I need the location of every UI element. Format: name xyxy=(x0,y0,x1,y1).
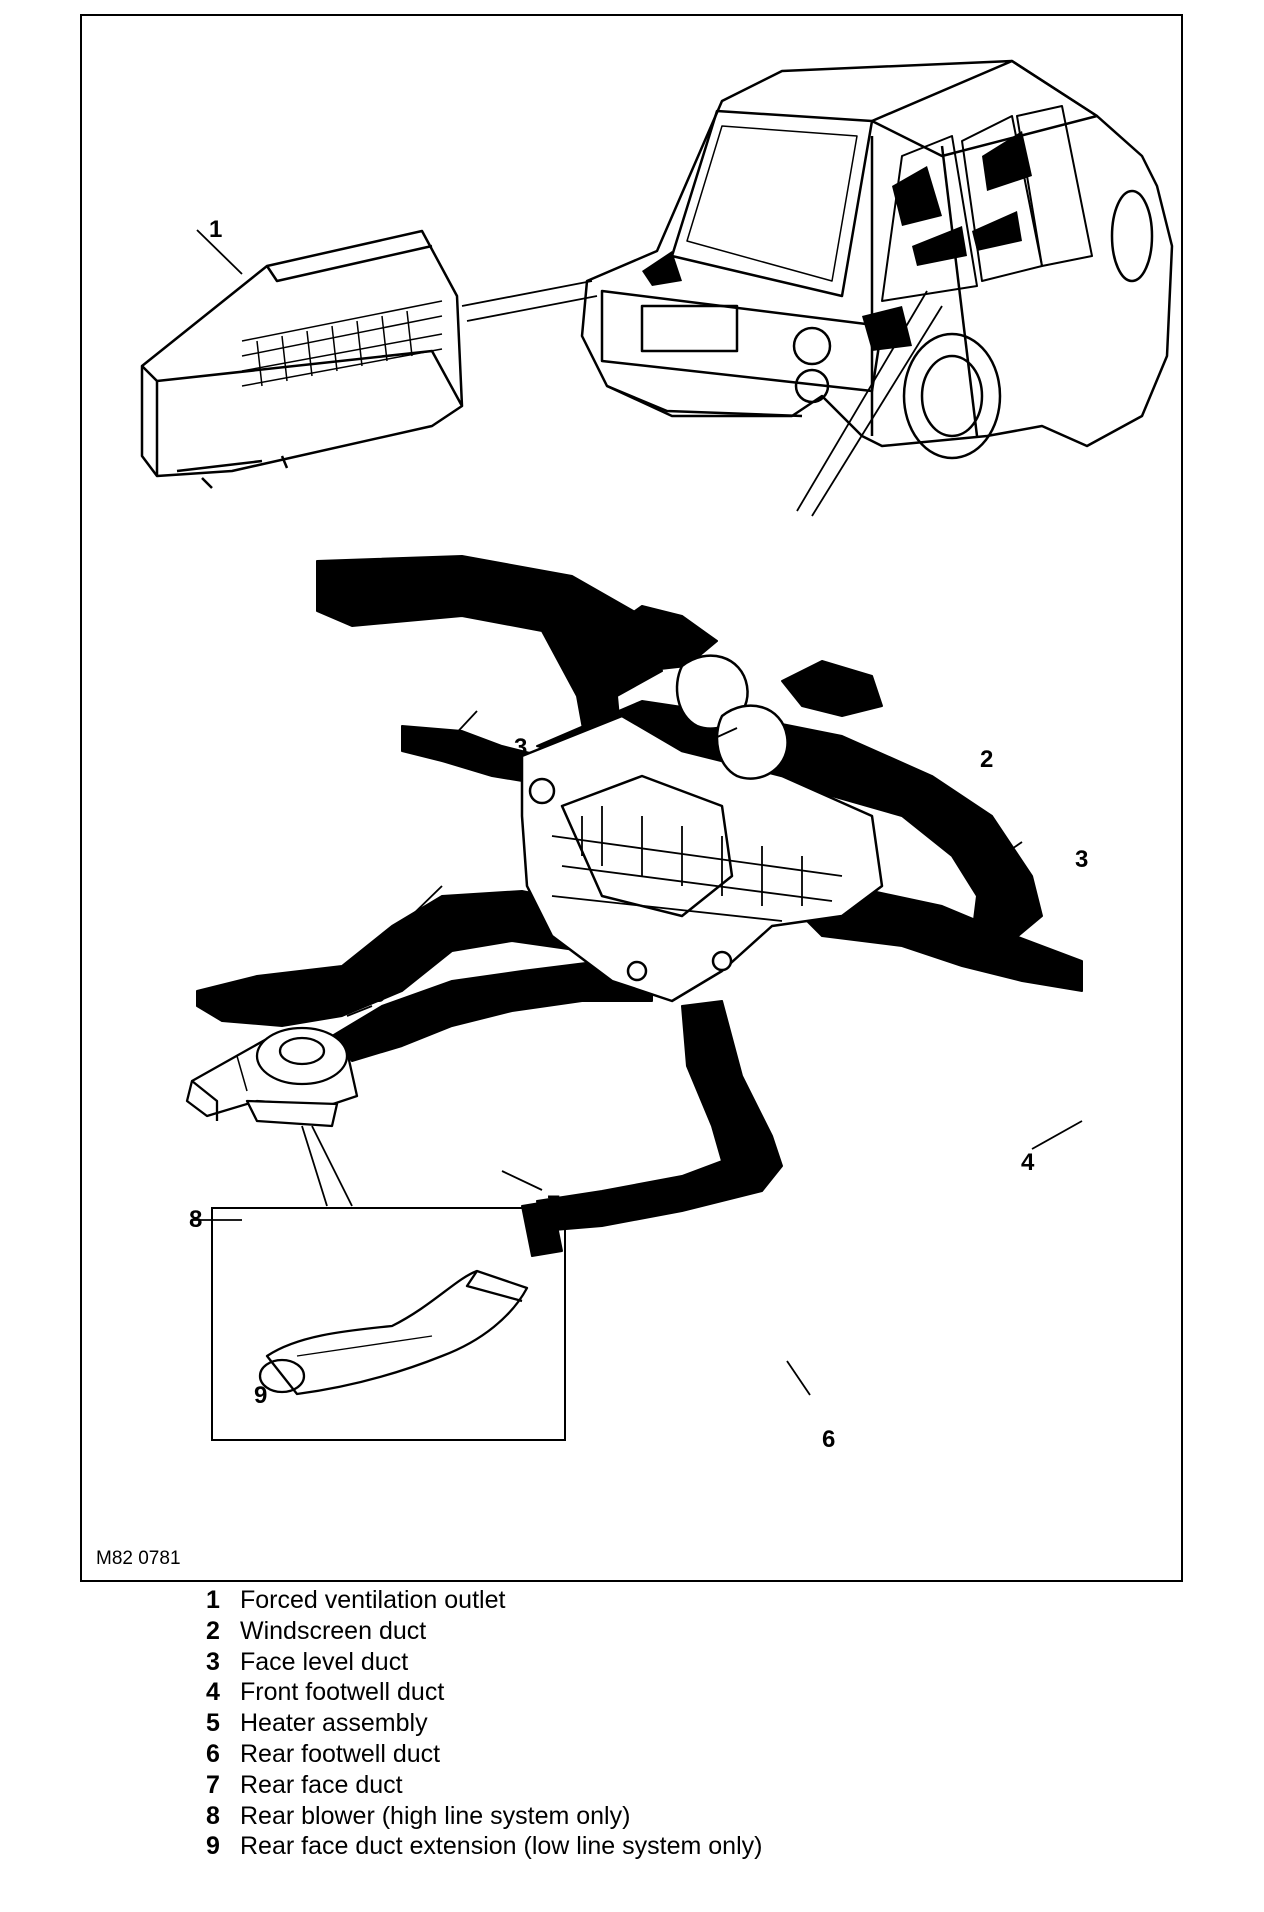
callout-8: 8 xyxy=(189,1206,203,1233)
legend-item: 4 Front footwell duct xyxy=(206,1677,762,1708)
forced-ventilation-outlet-drawing xyxy=(140,229,598,489)
legend-label: Rear footwell duct xyxy=(240,1739,441,1768)
parts-legend: 1 Forced ventilation outlet 2 Windscreen d… xyxy=(206,1585,762,1862)
duct-illustration xyxy=(140,59,1174,1441)
legend-number: 8 xyxy=(206,1801,220,1830)
callout-5: 5 xyxy=(514,976,528,1003)
callout-9: 9 xyxy=(254,1382,268,1409)
vehicle-lead-lines xyxy=(796,290,943,517)
legend-item: 1 Forced ventilation outlet xyxy=(206,1585,762,1616)
legend-item: 6 Rear footwell duct xyxy=(206,1739,762,1770)
callout-4-right: 4 xyxy=(1021,1149,1035,1176)
callout-4-left: 4 xyxy=(452,916,466,943)
callout-6-left: 6 xyxy=(372,981,386,1008)
legend-item: 3 Face level duct xyxy=(206,1647,762,1678)
legend-label: Front footwell duct xyxy=(240,1678,445,1707)
callout-leaders xyxy=(192,229,1083,1396)
rear-face-duct-extension-drawing xyxy=(258,1269,529,1396)
heater-assembly-drawing xyxy=(520,654,884,1003)
legend-item: 2 Windscreen duct xyxy=(206,1616,762,1647)
legend-label: Windscreen duct xyxy=(240,1616,427,1645)
diagram-frame: 1 2 2 3 3 4 4 5 6 6 7 8 9 M82 0781 xyxy=(80,14,1183,1582)
vehicle-outlets xyxy=(642,131,1032,351)
legend-number: 9 xyxy=(206,1832,220,1861)
legend-label: Heater assembly xyxy=(240,1709,428,1738)
legend-label: Face level duct xyxy=(240,1647,409,1676)
legend-number: 7 xyxy=(206,1770,220,1799)
legend-item: 8 Rear blower (high line system only) xyxy=(206,1801,762,1832)
rear-blower-drawing xyxy=(185,1026,359,1128)
legend-number: 4 xyxy=(206,1678,220,1707)
callout-3-left: 3 xyxy=(514,734,528,761)
callout-2-left: 2 xyxy=(829,662,843,689)
legend-item: 7 Rear face duct xyxy=(206,1770,762,1801)
inset-box xyxy=(211,1207,566,1441)
callout-7: 7 xyxy=(547,1191,561,1218)
legend-label: Rear face duct xyxy=(240,1770,403,1799)
inset-lead-lines xyxy=(301,1125,353,1207)
legend-item: 5 Heater assembly xyxy=(206,1708,762,1739)
legend-number: 2 xyxy=(206,1616,220,1645)
legend-item: 9 Rear face duct extension (low line syst… xyxy=(206,1831,762,1862)
legend-label: Rear face duct extension (low line syste… xyxy=(240,1832,763,1861)
legend-number: 1 xyxy=(206,1586,220,1614)
callout-6-lower: 6 xyxy=(822,1426,836,1453)
legend-number: 5 xyxy=(206,1709,220,1738)
legend-label: Forced ventilation outlet xyxy=(240,1586,506,1614)
legend-number: 6 xyxy=(206,1739,220,1768)
callout-1: 1 xyxy=(209,216,223,243)
figure-reference: M82 0781 xyxy=(96,1548,181,1569)
vehicle-drawing xyxy=(580,59,1174,460)
legend-label: Rear blower (high line system only) xyxy=(240,1801,631,1830)
callout-2-right: 2 xyxy=(980,746,994,773)
callout-3-right: 3 xyxy=(1075,846,1089,873)
legend-number: 3 xyxy=(206,1647,220,1676)
